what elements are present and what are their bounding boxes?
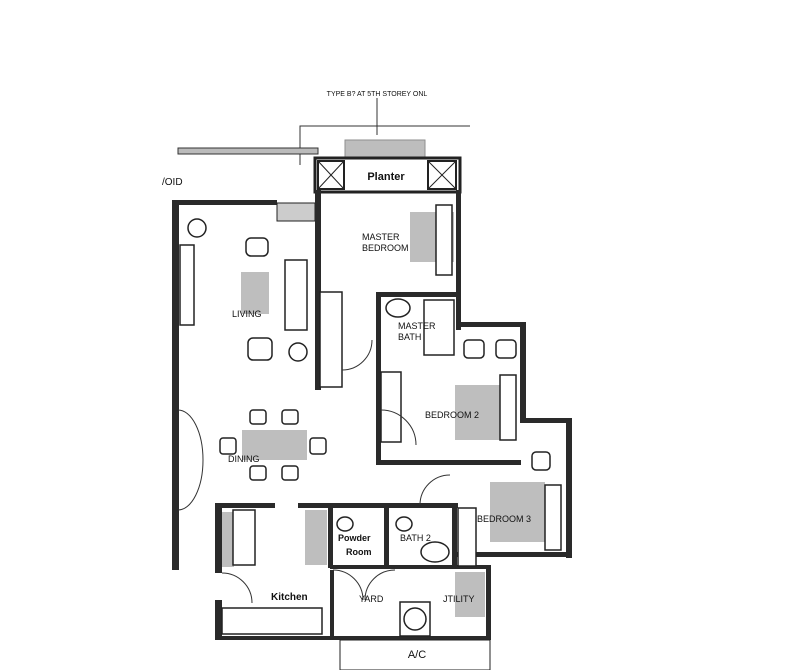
ac-ledge [339, 639, 491, 670]
label-powder-1: Powder [338, 533, 371, 543]
plan-title: TYPE B? AT 5TH STOREY ONL [327, 91, 428, 98]
label-master-bedroom-2: BEDROOM [362, 243, 409, 253]
label-bath-2: BATH 2 [400, 533, 431, 543]
label-utility: JTILITY [443, 594, 475, 604]
label-master-bath-2: BATH [398, 332, 421, 342]
label-master-bath-1: MASTER [398, 321, 436, 331]
furniture [179, 204, 562, 637]
walls [172, 190, 572, 640]
label-bedroom-3: BEDROOM 3 [477, 514, 531, 524]
door-swings [177, 339, 451, 604]
label-kitchen: Kitchen [271, 592, 308, 603]
void-ledge [177, 147, 319, 155]
duct-right [427, 160, 457, 190]
label-living: LIVING [232, 309, 262, 319]
label-powder-2: Room [346, 547, 372, 557]
label-void: /OID [162, 177, 183, 188]
label-ac: A/C [408, 649, 426, 661]
planter-box [313, 156, 462, 194]
label-planter: Planter [367, 171, 405, 183]
planter-hatch [344, 139, 426, 159]
wardrobes [319, 291, 477, 567]
label-dining: DINING [228, 454, 260, 464]
label-bedroom-2: BEDROOM 2 [425, 410, 479, 420]
label-master-bedroom-1: MASTER [362, 232, 400, 242]
label-yard: YARD [359, 594, 384, 604]
duct-left [317, 160, 345, 190]
